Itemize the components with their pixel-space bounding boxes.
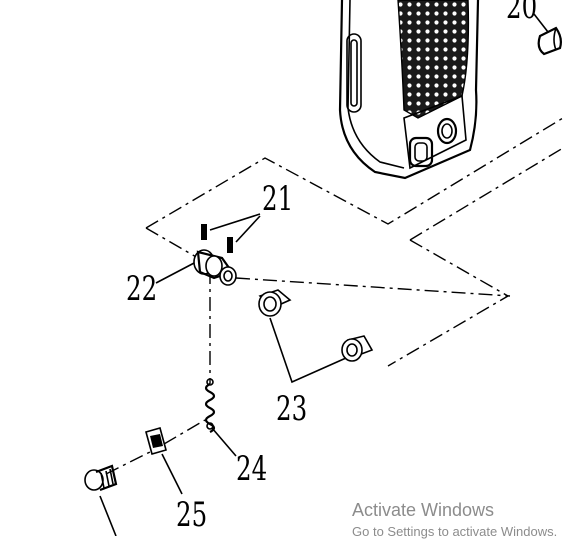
part-21-pins bbox=[201, 213, 261, 253]
callout-24: 24 bbox=[236, 449, 268, 489]
callout-25: 25 bbox=[176, 495, 208, 535]
watermark-subtitle: Go to Settings to activate Windows. bbox=[352, 524, 558, 539]
handle-housing bbox=[338, 0, 480, 180]
watermark-title: Activate Windows bbox=[352, 500, 495, 520]
callout-22: 22 bbox=[126, 269, 158, 309]
screw-part bbox=[84, 464, 118, 537]
part-24-spring bbox=[204, 378, 237, 457]
part-25-plate bbox=[145, 427, 183, 495]
part-22-lever bbox=[155, 249, 237, 286]
callout-23: 23 bbox=[276, 389, 308, 429]
assembly-axis-lines bbox=[105, 117, 563, 475]
callout-21: 21 bbox=[262, 179, 294, 219]
part-23-bushings bbox=[258, 289, 374, 384]
part-20-cap bbox=[533, 13, 562, 56]
callout-20: 20 bbox=[506, 0, 538, 27]
